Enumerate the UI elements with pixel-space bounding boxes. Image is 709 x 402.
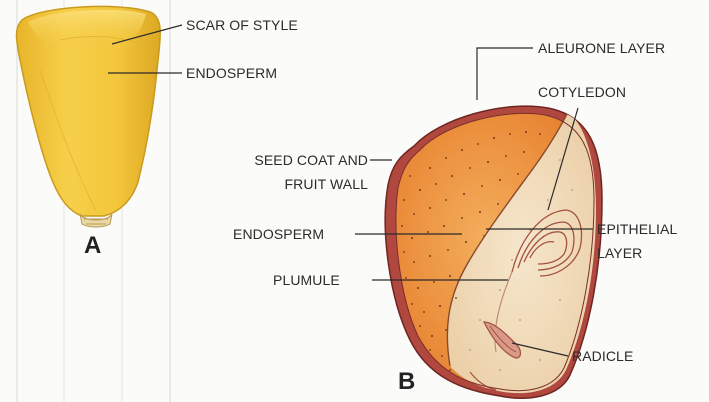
kernel-a-illustration — [17, 6, 161, 227]
kernel-b-cross-section — [385, 106, 602, 398]
label-seed-coat-line1: SEED COAT AND — [205, 152, 368, 169]
label-scar-of-style: SCAR OF STYLE — [186, 17, 298, 34]
label-aleurone-layer: ALEURONE LAYER — [538, 40, 665, 57]
figure-letter-b: B — [398, 368, 415, 396]
label-seed-coat-line2: FRUIT WALL — [205, 176, 368, 193]
leader-aleurone-layer — [477, 48, 533, 100]
figure-letter-a: A — [84, 232, 101, 260]
label-epithelial-line2: LAYER — [597, 245, 642, 262]
label-radicle: RADICLE — [572, 348, 633, 365]
label-cotyledon: COTYLEDON — [538, 84, 626, 101]
label-plumule: PLUMULE — [273, 272, 340, 289]
label-endosperm-b: ENDOSPERM — [233, 226, 324, 243]
label-endosperm-a: ENDOSPERM — [186, 65, 277, 82]
label-epithelial-line1: EPITHELIAL — [597, 221, 677, 238]
